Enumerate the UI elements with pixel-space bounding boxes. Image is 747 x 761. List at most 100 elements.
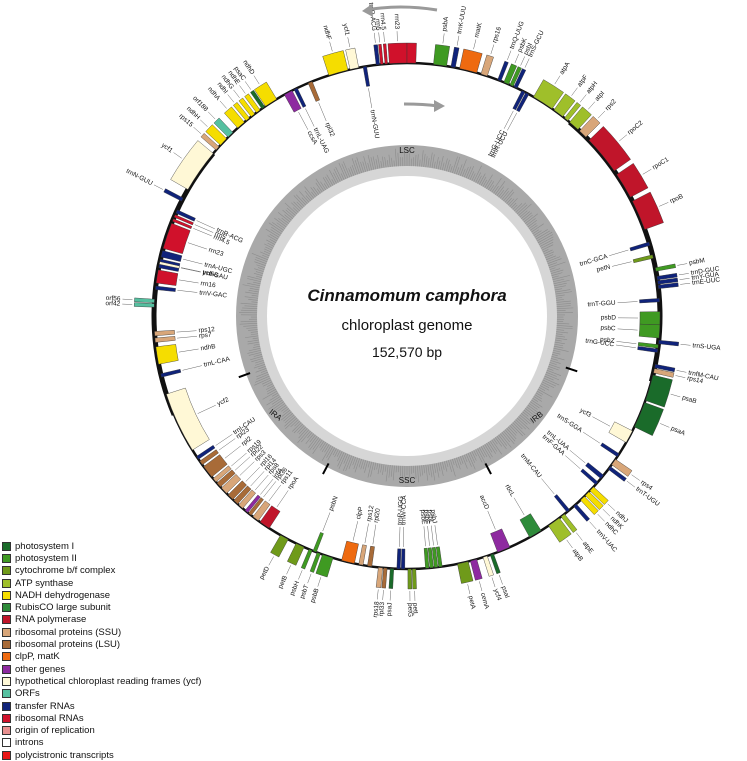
legend-swatch [2,702,11,711]
label-leader [251,471,265,486]
gene-label: petG [406,603,413,617]
legend-label: NADH dehydrogenase [15,590,110,601]
label-leader [431,526,433,546]
gene-rrn23 [388,43,407,64]
legend-swatch [2,615,11,624]
label-leader [198,405,216,413]
label-leader [255,475,268,490]
gene-petD [271,535,289,557]
label-leader [660,423,669,427]
label-leader [234,90,240,98]
gene-label: ndhF [321,25,332,41]
label-leader [659,202,668,206]
label-leader [353,521,358,540]
gene-label: atpI [594,90,607,103]
legend-label: RNA polymerase [15,614,86,625]
gene-label: accD [478,494,490,511]
label-leader [123,299,133,300]
label-leader [200,120,207,127]
label-leader [197,221,215,229]
label-leader [583,432,600,443]
legend-label: RubisCO large subunit [15,602,111,613]
gene-label: atpF [576,74,589,89]
gene-rps16 [481,55,494,76]
gene-label: rbcL [503,484,516,499]
label-leader [384,32,385,42]
gene-label: ycf1 [341,23,350,36]
gene-petL [412,569,416,589]
label-leader [457,36,459,46]
legend-swatch [2,542,11,551]
legend-label: origin of replication [15,725,95,736]
legend-label: ATP synthase [15,578,73,589]
label-leader [618,301,638,302]
gene-trnV-GAC [155,286,175,292]
label-leader [373,525,376,545]
gene-label: petN [596,264,611,274]
legend-label: polycistronic transcripts [15,750,114,761]
label-leader [179,349,199,352]
label-leader [181,268,201,272]
label-leader [677,370,687,372]
organism-name: Cinnamomum camphora [307,286,506,305]
label-leader [305,109,314,127]
legend-item: ribosomal RNAs [2,712,201,724]
legend-swatch [2,665,11,674]
label-leader [680,283,690,284]
label-leader [216,434,233,445]
gene-label: trnT-GGU [587,300,616,309]
gene-trnS-GGA [601,443,620,457]
label-leader [181,268,201,272]
gc-content-ring [236,145,578,487]
label-leader [627,481,635,487]
label-leader [260,479,273,494]
label-leader [580,95,586,103]
gene-rpl20 [367,546,374,566]
gene-trnN-GUU [164,189,183,201]
label-leader [177,331,197,332]
gene-label: ndhB [200,343,216,352]
label-leader [208,112,215,119]
label-leader [195,225,213,233]
gene-petB [287,543,304,565]
legend-item: ATP synthase [2,577,201,589]
label-leader [592,417,610,427]
gene-ycf1 [346,48,359,69]
label-leader [225,446,241,458]
gene-rrn23 [407,43,417,63]
legend-item: NADH dehydrogenase [2,589,201,601]
label-leader [323,512,330,531]
gene-psbN [313,532,323,552]
label-leader [576,533,582,541]
gene-psaJ [389,568,394,588]
gene-label: trnV-GAC [199,289,228,299]
legend-label: photosystem I [15,541,74,552]
label-leader [679,273,689,274]
legend-label: clpP, matK [15,651,60,662]
gene-psbD [640,312,660,325]
gene-label: rpoC1 [651,156,670,171]
gene-trnK-UUU [451,47,459,68]
gene-label: trnP-UGG [397,496,405,525]
label-leader [183,259,202,264]
label-leader [179,280,199,283]
gene-label: petB [277,575,289,590]
region-label-ssc: SSC [399,476,416,485]
gene-label: trnN-GUU [125,168,154,188]
label-leader [254,76,259,84]
legend-swatch [2,751,11,760]
gene-label: rps12 [198,326,215,334]
label-leader [308,574,311,583]
label-leader [245,81,251,89]
legend-swatch [2,738,11,747]
gene-ycf2 [166,388,209,450]
gene-matK [460,49,483,73]
gene-trnC-GCA [630,242,650,251]
gene-label: rps16 [491,26,503,44]
gene-psbC [639,324,660,338]
gene-label: rpl32 [324,122,336,138]
label-leader [616,345,636,348]
label-leader [608,504,615,511]
legend-swatch [2,726,11,735]
